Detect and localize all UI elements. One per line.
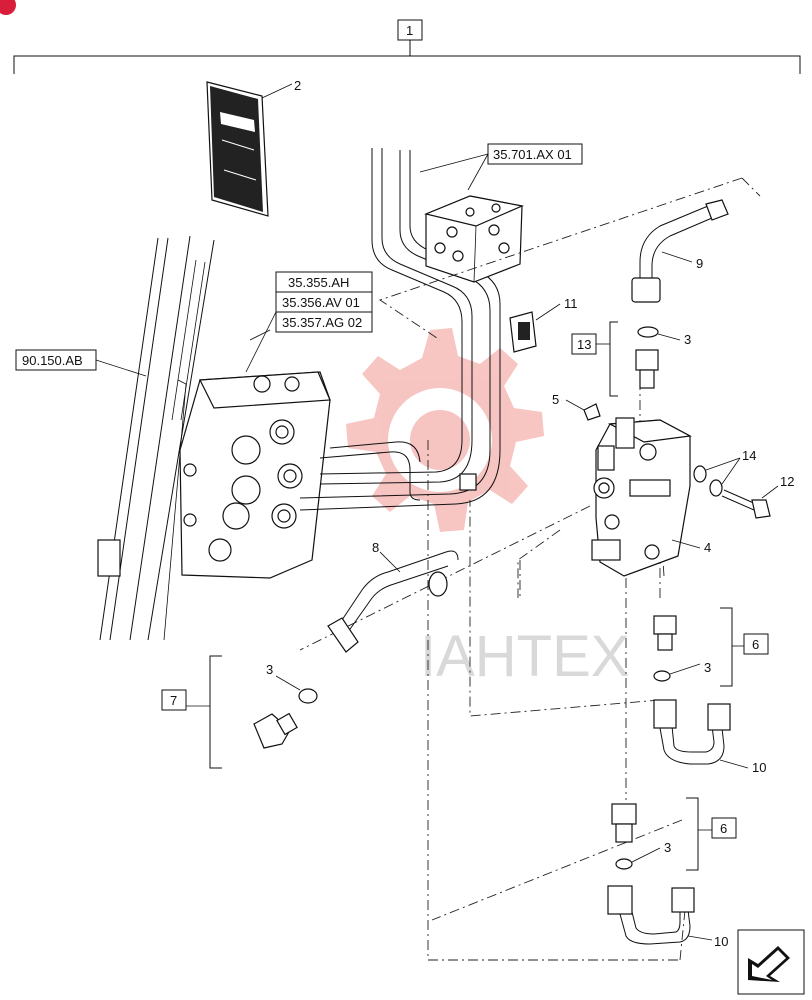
elbow-tube-9: 9 [631,199,729,303]
ref-35-356[interactable]: 35.356.AV 01 [275,291,373,313]
ref-35-357[interactable]: 35.357.AG 02 [275,311,373,333]
svg-text:35.701.AX 01: 35.701.AX 01 [493,147,572,162]
plug-5: 5 [552,392,601,421]
valve-body-4: 4 [591,417,711,577]
callout-5: 5 [552,392,559,407]
callout-3-top: 3 [684,332,691,347]
u-tube-10-lower: 10 [607,885,728,949]
u-tube-10-upper: 10 [653,699,766,775]
callout-14: 14 [742,448,756,463]
callout-8: 8 [372,540,379,555]
kit-box-6-upper: 6 [752,637,759,652]
washer-14: 14 [693,448,756,497]
callout-3-lower: 3 [664,840,671,855]
kit-6-lower: 3 6 [611,797,737,871]
watermark-gear [346,328,544,532]
hose-assembly [299,148,501,511]
corner-logo [0,0,16,15]
watermark-text: IAHTEX [420,624,630,689]
callout-10-upper: 10 [752,760,766,775]
callout-10-lower: 10 [714,934,728,949]
kit-6-upper: 3 6 [653,607,769,687]
ref-35-701[interactable]: 35.701.AX 01 [419,143,583,191]
ref-90-150[interactable]: 90.150.AB [15,349,147,377]
svg-text:35.356.AV 01: 35.356.AV 01 [282,295,360,310]
kit-13: 13 3 [571,321,691,397]
bolt-12: 12 [721,474,794,519]
svg-text:90.150.AB: 90.150.AB [22,353,83,368]
kit-box-7: 7 [170,693,177,708]
junction-block [424,195,525,283]
svg-text:35.357.AG 02: 35.357.AG 02 [282,315,362,330]
svg-text:35.355.AH: 35.355.AH [288,275,349,290]
callout-2: 2 [294,78,301,93]
callout-12: 12 [780,474,794,489]
elbow-tube-8: 8 [327,540,459,653]
callout-1: 1 [406,23,413,38]
ref-35-355[interactable]: 35.355.AH [275,271,373,293]
manual-booklet: 2 [206,78,301,217]
assembly-bracket: 1 [13,19,801,74]
kit-7: 7 3 [161,655,318,769]
callout-3-mid: 3 [704,660,711,675]
callout-9: 9 [696,256,703,271]
callout-3-left: 3 [266,662,273,677]
control-valve [97,329,331,579]
kit-box-13: 13 [577,337,591,352]
callout-11: 11 [564,296,578,311]
callout-4: 4 [704,540,711,555]
next-page-arrow-icon[interactable] [737,929,805,995]
switch-11: 11 [509,296,578,353]
kit-box-6-lower: 6 [720,821,727,836]
